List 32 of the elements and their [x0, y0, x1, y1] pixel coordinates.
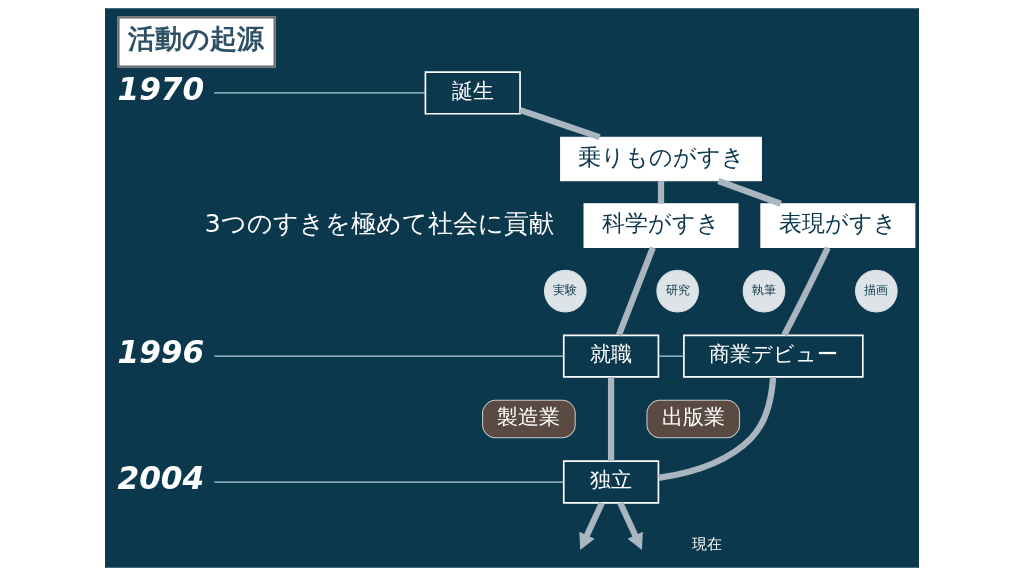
label: 3つのすきを極めて社会に貢献 [204, 209, 554, 239]
connector [657, 181, 665, 204]
connector [616, 246, 656, 337]
connector [717, 178, 782, 207]
node-circle: 研究 [656, 269, 699, 313]
connector [213, 92, 426, 94]
node-circle: 執筆 [742, 269, 786, 313]
connector [658, 376, 777, 481]
connector [213, 481, 565, 483]
connector [213, 355, 565, 357]
node-box: 出版業 [646, 399, 741, 439]
arrow [617, 501, 643, 550]
connector [658, 355, 685, 357]
node-box: 乗りものがすき [560, 136, 762, 182]
arrow [579, 501, 605, 550]
label: 現在 [691, 534, 722, 552]
node-box: 独立 [562, 460, 660, 504]
node-circle: 描画 [855, 269, 898, 313]
node-text: 2004 [117, 459, 205, 496]
node-box: 表現がすき [760, 203, 916, 248]
diagram-title: 活動の起源 [127, 23, 264, 55]
node-box: 科学がすき [583, 203, 739, 248]
node-box: 就職 [562, 334, 660, 378]
connector [519, 107, 601, 141]
node-circle: 実験 [544, 269, 587, 313]
node-box: 製造業 [482, 399, 576, 439]
node-text: 1996 [117, 333, 205, 370]
node-text: 1970 [117, 70, 205, 107]
connector [607, 377, 615, 462]
node-box: 商業デビュー [683, 334, 864, 378]
node-box: 誕生 [424, 71, 521, 115]
connector [781, 246, 831, 337]
